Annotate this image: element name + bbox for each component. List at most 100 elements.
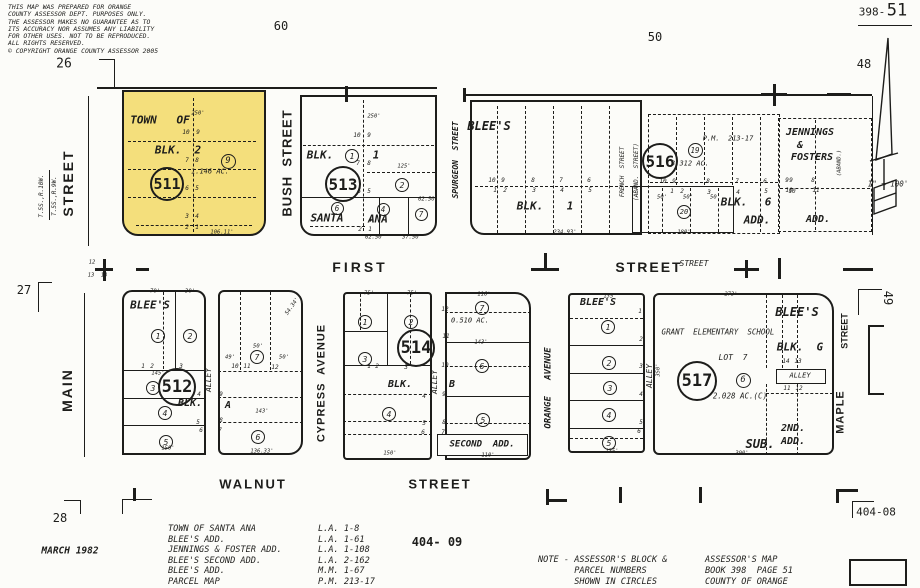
map-label: BLK. bbox=[516, 199, 544, 213]
map-label: 9 bbox=[789, 177, 793, 184]
survey-tick bbox=[827, 93, 851, 96]
map-label: 2 bbox=[185, 224, 189, 231]
map-label: 5 bbox=[422, 420, 426, 427]
parcel-number-circle: 7 bbox=[475, 301, 489, 315]
map-label: 9 bbox=[442, 391, 446, 398]
map-line bbox=[718, 188, 719, 232]
parcel-block bbox=[122, 90, 266, 236]
map-label: BLEE'S bbox=[130, 298, 170, 312]
map-line bbox=[38, 282, 52, 283]
map-line bbox=[858, 289, 882, 290]
survey-tick bbox=[136, 268, 149, 271]
map-line bbox=[88, 96, 89, 246]
legend-tract-name: BLEE'S SECOND ADD. bbox=[168, 555, 262, 566]
map-label: 2 bbox=[503, 187, 507, 194]
map-label: 145' bbox=[151, 370, 165, 377]
parcel-number-circle: 1 bbox=[151, 329, 165, 343]
map-label: 2 bbox=[358, 226, 362, 233]
legend-row: JENNINGS & FOSTER ADD.L.A. 1-108 bbox=[168, 545, 375, 556]
map-label: 9 bbox=[501, 177, 505, 184]
north-arrow-icon bbox=[869, 37, 899, 215]
map-label: MAIN bbox=[59, 368, 75, 412]
map-label: 49' bbox=[225, 354, 235, 361]
survey-tick bbox=[619, 487, 622, 503]
map-label: 7 bbox=[441, 429, 445, 436]
map-line bbox=[270, 292, 271, 370]
parcel-number-circle: 3 bbox=[146, 381, 160, 395]
legend-row: BLEE'S ADD.L.A. 1-61 bbox=[168, 535, 375, 546]
map-label: 404-08 bbox=[856, 505, 896, 519]
parcel-number-circle: 19 bbox=[687, 142, 703, 158]
map-label: 50' bbox=[657, 194, 667, 201]
map-label: ALLEY bbox=[645, 363, 654, 389]
map-line bbox=[815, 120, 816, 230]
map-label: 26 bbox=[56, 56, 72, 72]
map-line bbox=[114, 59, 115, 88]
map-label: 75' bbox=[407, 290, 417, 297]
legend-reference: M.M. 1-67 bbox=[318, 566, 365, 577]
map-line bbox=[732, 117, 733, 185]
parcel-number-circle: 3 bbox=[603, 381, 617, 395]
map-label: LOT 7 bbox=[718, 353, 748, 362]
map-label: 106.11' bbox=[210, 229, 234, 236]
map-label: 10 bbox=[231, 363, 239, 370]
map-label: 11 bbox=[243, 363, 251, 370]
map-label: 7 bbox=[559, 177, 563, 184]
map-label: 1.146 AC. bbox=[191, 167, 229, 176]
map-label: 3 bbox=[532, 187, 536, 194]
map-line bbox=[858, 25, 912, 26]
map-label: 48 bbox=[856, 57, 872, 71]
map-label: 2.028 AC.(C) bbox=[712, 391, 768, 401]
map-label: 9 bbox=[367, 132, 371, 139]
map-label: 28 bbox=[52, 511, 68, 525]
map-label: 3 bbox=[707, 189, 711, 196]
map-label: BLK. bbox=[720, 195, 748, 209]
map-line bbox=[445, 342, 531, 343]
map-label: ADD. bbox=[780, 436, 806, 447]
map-label: 300' bbox=[735, 450, 749, 457]
parcel-number-circle: 2 bbox=[395, 178, 409, 192]
map-line bbox=[760, 117, 761, 232]
map-label: 404- 09 bbox=[411, 535, 463, 549]
map-label: GRANT ELEMENTARY SCHOOL bbox=[661, 327, 775, 337]
map-label: 6 bbox=[763, 178, 767, 185]
parcel-block bbox=[653, 293, 834, 455]
legend-reference: L.A. 1-108 bbox=[318, 545, 370, 556]
map-label: 5 bbox=[588, 187, 592, 194]
map-label: 50 bbox=[647, 30, 663, 44]
map-line bbox=[581, 106, 582, 233]
map-line bbox=[782, 295, 783, 368]
map-label: 5 bbox=[367, 188, 371, 195]
map-label: & bbox=[796, 140, 804, 151]
map-label: ALLEY bbox=[430, 369, 439, 395]
map-label: 2 bbox=[639, 336, 643, 343]
map-label: 12 bbox=[271, 364, 279, 371]
map-label: 8 bbox=[442, 419, 446, 426]
map-line bbox=[379, 198, 380, 235]
map-label: 3 bbox=[185, 213, 189, 220]
map-line bbox=[445, 396, 531, 397]
parcel-number-circle: 2 bbox=[602, 356, 616, 370]
map-line bbox=[300, 197, 437, 198]
map-label: 7 bbox=[356, 160, 360, 167]
map-label: (ABAND.) bbox=[836, 149, 843, 177]
parcel-number-circle: 7 bbox=[250, 350, 264, 364]
map-line bbox=[343, 421, 432, 422]
map-label: 8 bbox=[706, 178, 710, 185]
map-label: P.M. 213-17 bbox=[702, 134, 754, 143]
map-line bbox=[570, 318, 643, 319]
map-line bbox=[343, 434, 432, 435]
map-line bbox=[797, 384, 798, 455]
map-label: B bbox=[448, 379, 456, 390]
map-label: ORANGE AVENUE bbox=[543, 347, 554, 429]
map-label: 7 bbox=[102, 259, 106, 266]
map-label: 9 bbox=[672, 178, 676, 185]
map-line bbox=[465, 94, 872, 96]
map-label: 250' bbox=[191, 110, 205, 117]
parcel-number-circle: 9 bbox=[220, 153, 236, 169]
map-label: 49 bbox=[881, 290, 895, 306]
map-label: 150' bbox=[161, 445, 175, 452]
parcel-block bbox=[849, 559, 907, 586]
survey-tick bbox=[699, 487, 702, 503]
parcel-number-circle: 4 bbox=[382, 407, 396, 421]
